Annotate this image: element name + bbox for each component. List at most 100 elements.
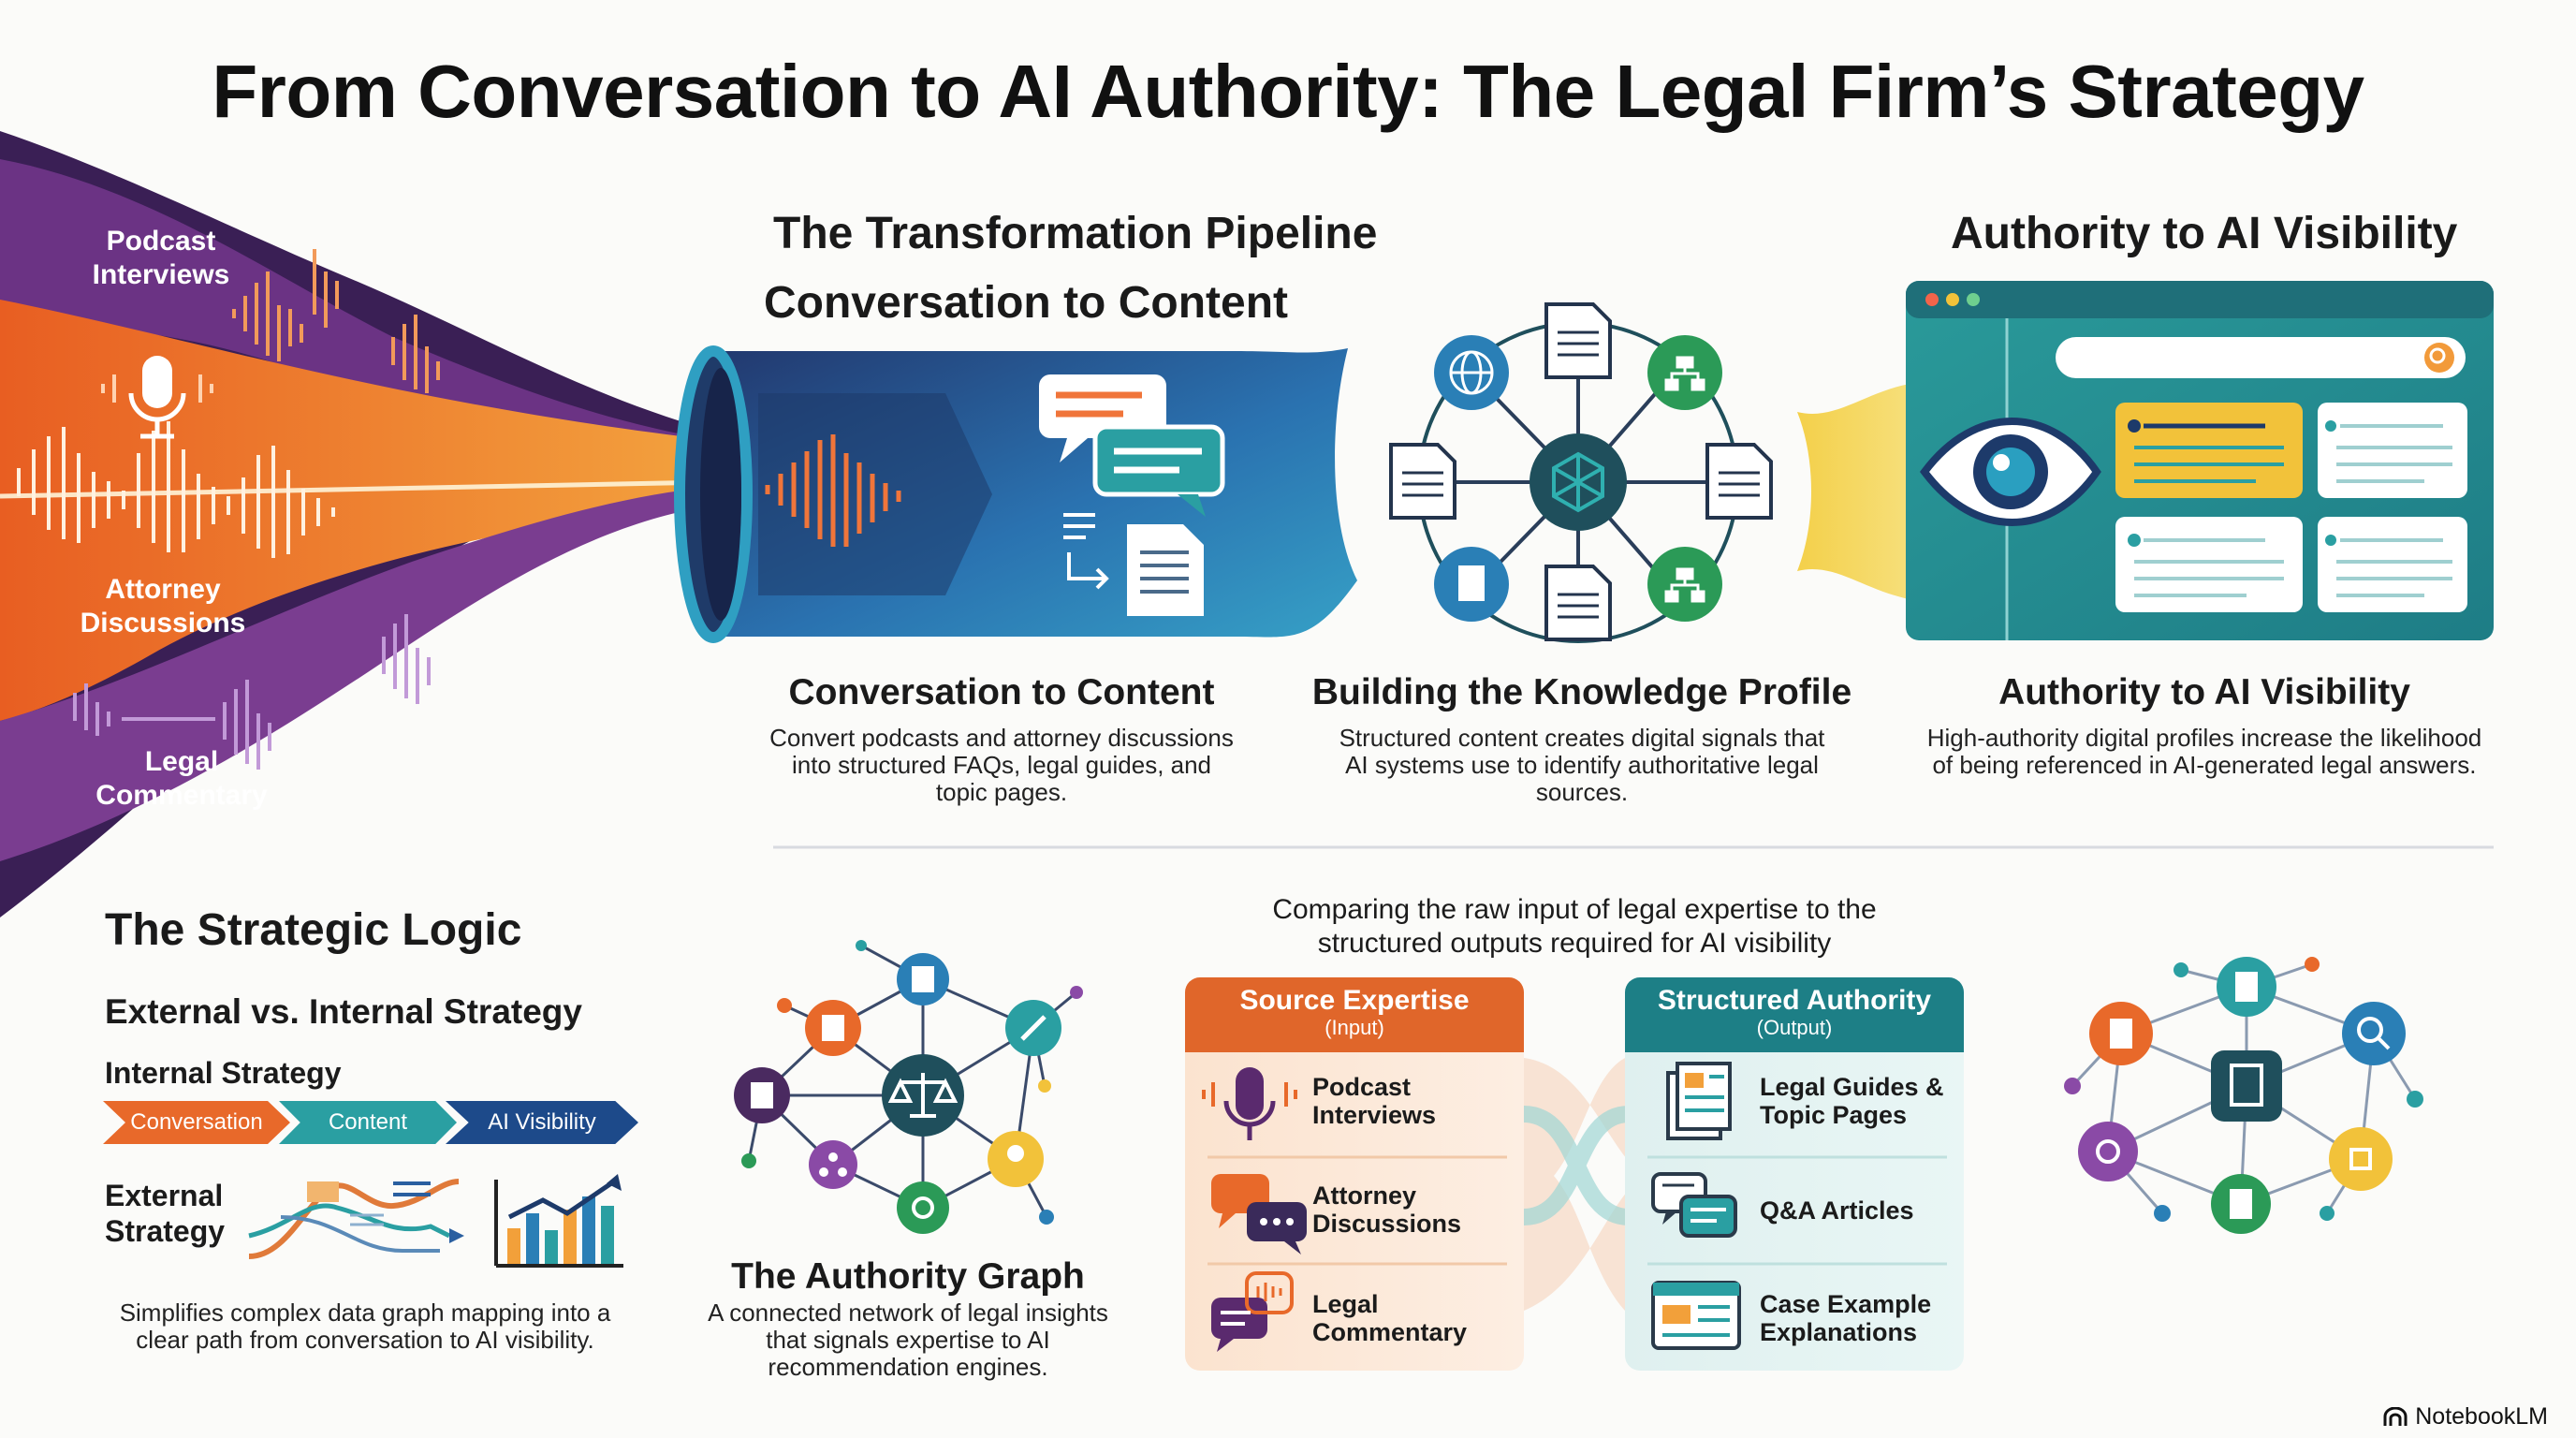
input-card-tag: (Input) [1325,1016,1384,1039]
comparison-cards [1185,977,1964,1371]
guide-row-icon [1666,1062,1732,1140]
notebooklm-logo-icon [2383,1406,2408,1426]
row-line: Attorney [1312,1181,1417,1210]
commentary-row-icon [1211,1271,1294,1352]
stream-label-line: Discussions [80,608,246,638]
waveform-legal [73,614,431,770]
step-line: AI systems use to identify authoritative… [1345,751,1819,779]
bar-chart-icon [494,1174,623,1268]
pipeline-subheading: Conversation to Content [764,278,1288,328]
step-title: Conversation to Content [788,672,1215,712]
stream-label-line: Legal [144,746,219,777]
page-title: From Conversation to AI Authority: The L… [212,50,2364,133]
stream-highlight [0,479,712,499]
caption-line: Simplifies complex data graph mapping in… [119,1299,611,1327]
output-card-tag: (Output) [1756,1016,1833,1039]
result-cards [2115,403,2467,612]
waveform-podcast [232,249,440,393]
authority-graph-caption: A connected network of legal insights th… [693,1299,1123,1381]
purple-gear-node [2078,1122,2138,1181]
visibility-beam [1797,384,1910,599]
caption-line: recommendation engines. [768,1353,1048,1381]
microphone-icon [101,356,213,439]
row-line: Topic Pages [1760,1101,1908,1129]
caption-line: that signals expertise to AI [766,1326,1050,1354]
output-row-case: Case Example Explanations [1760,1290,1931,1346]
step-line: High-authority digital profiles increase… [1926,724,2482,752]
logic-caption: Simplifies complex data graph mapping in… [94,1299,637,1354]
footer-label: NotebookLM [2415,1403,2548,1430]
internal-strategy-label: Internal Strategy [105,1056,342,1090]
step-line: Structured content creates digital signa… [1339,724,1825,752]
stream-purple-top [0,159,711,468]
external-strategy-label: External Strategy [105,1178,225,1249]
document-icon [1127,524,1204,616]
chat-bubbles-icon [1039,374,1225,517]
magnifier-node [2342,1002,2406,1065]
step-conversation: Conversation to Content Convert podcasts… [749,672,1254,806]
caption-line: A connected network of legal insights [708,1299,1108,1327]
step-line: into structured FAQs, legal guides, and [791,751,1212,779]
transformation-pipe [674,345,1357,643]
right-network [2064,957,2423,1234]
chevron-conversation: Conversation [103,1101,290,1144]
case-example-row-icon [1651,1281,1741,1350]
step-knowledge: Building the Knowledge Profile Structure… [1301,672,1863,806]
output-row-qa: Q&A Articles [1760,1196,1914,1225]
notebooklm-badge: NotebookLM [2383,1403,2548,1431]
input-row-podcast: Podcast Interviews [1312,1073,1436,1129]
stream-purple-bottom [0,487,711,861]
output-card-title: Structured Authority [1657,985,1932,1016]
eye-icon [1919,418,2101,526]
row-line: Explanations [1760,1318,1918,1346]
input-row-attorney: Attorney Discussions [1312,1181,1461,1238]
visibility-heading: Authority to AI Visibility [1951,209,2458,258]
step-visibility: Authority to AI Visibility High-authorit… [1910,672,2499,779]
input-card-title: Source Expertise [1239,985,1470,1016]
chevron-content: Content [279,1101,457,1144]
pipe-waveform-icon [765,434,901,547]
pipeline-heading: The Transformation Pipeline [773,209,1378,258]
yellow-link-node [2329,1127,2393,1191]
row-line: Q&A Articles [1760,1196,1914,1225]
step-line: of being referenced in AI-generated lega… [1932,751,2477,779]
logic-heading: The Strategic Logic [105,905,522,955]
stream-label-line: Podcast [106,226,216,257]
stream-label-line: Commentary [95,780,268,811]
comparison-caption: Comparing the raw input of legal experti… [1185,893,1964,961]
authority-graph [734,940,1083,1234]
external-label-line: External [105,1179,224,1212]
row-line: Podcast [1312,1073,1412,1101]
row-line: Interviews [1312,1101,1437,1129]
authority-graph-title: The Authority Graph [731,1256,1085,1297]
browser-window [1906,281,2494,640]
caption-line: structured outputs required for AI visib… [1317,928,1832,959]
step-title: Building the Knowledge Profile [1311,672,1852,712]
row-line: Case Example [1760,1290,1932,1318]
knowledge-network [1389,302,1773,643]
stream-label-line: Interviews [92,259,230,290]
browser-search-bar [2056,337,2466,378]
stream-label-legal: Legal Commentary [79,745,285,813]
microphone-row-icon [1202,1067,1297,1140]
input-card-header: Source Expertise (Input) [1185,985,1524,1039]
search-icon [2424,343,2454,373]
external-label-line: Strategy [105,1214,226,1248]
stream-label-attorney: Attorney Discussions [60,573,266,640]
waveform-main [17,421,335,558]
network-documents [1389,302,1773,641]
step-line: sources. [1535,778,1629,806]
output-card-header: Structured Authority (Output) [1625,985,1964,1039]
step-line: Convert podcasts and attorney discussion… [769,724,1234,752]
caption-line: clear path from conversation to AI visib… [136,1326,594,1354]
logic-subheading: External vs. Internal Strategy [105,992,582,1031]
stream-label-line: Attorney [105,574,221,605]
row-line: Legal [1312,1290,1379,1318]
qa-row-icon [1651,1172,1737,1238]
output-row-guides: Legal Guides & Topic Pages [1760,1073,1944,1129]
row-line: Commentary [1312,1318,1468,1346]
org-node [809,1140,857,1189]
row-line: Discussions [1312,1210,1462,1238]
